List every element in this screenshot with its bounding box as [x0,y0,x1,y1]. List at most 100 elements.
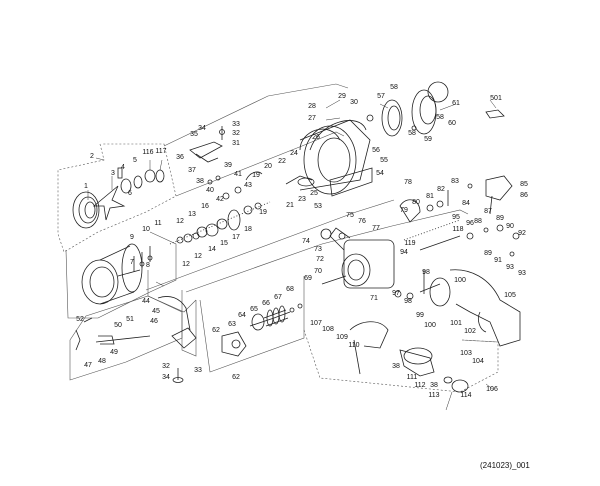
part-label: 60 [448,120,456,127]
part-label: 86 [520,192,528,199]
part-label: 37 [188,167,196,174]
part-label: 62 [232,374,240,381]
leader-lines [87,99,497,411]
part-label: 38 [430,382,438,389]
part-label: 7 [130,259,134,266]
part-label: 112 [414,382,426,389]
part-label: 38 [196,178,204,185]
part-label: 58 [436,114,444,121]
part-label: 13 [188,211,196,218]
part-label: 53 [314,203,322,210]
part-label: 116 [142,149,154,156]
part-label: 87 [484,208,492,215]
part-label: 48 [98,358,106,365]
part-label: 108 [322,326,334,333]
drag-parts [92,167,165,221]
part-label: 51 [126,316,134,323]
part-label: 40 [206,187,214,194]
part-label: 104 [472,358,484,365]
main-body [320,227,395,289]
part-label: 93 [518,270,526,277]
part-label: 8 [146,262,150,269]
part-label: 85 [520,181,528,188]
part-label: 55 [380,157,388,164]
part-label: 67 [274,294,282,301]
part-label: 97 [392,290,400,297]
part-label: 43 [244,182,252,189]
part-label: 89 [496,215,504,222]
part-label: 10 [142,226,150,233]
part-label: 33 [232,121,240,128]
part-label: 100 [424,322,436,329]
part-label: 80 [412,199,420,206]
part-label: 101 [450,320,462,327]
part-label: 91 [494,257,502,264]
part-label: 22 [278,158,286,165]
part-label: 25 [310,190,318,197]
part-label: 82 [437,186,445,193]
part-label: 65 [250,306,258,313]
oscillation-parts [75,296,197,383]
part-label: 92 [518,230,526,237]
part-label: 18 [244,226,252,233]
part-label: 94 [400,249,408,256]
part-label: 118 [452,226,464,233]
part-label: 98 [422,269,430,276]
part-label: 32 [162,363,170,370]
handle-knob [221,331,247,357]
bail-parts [189,126,263,200]
part-label: 30 [350,99,358,106]
part-label: 20 [264,163,272,170]
part-label: 19 [252,172,260,179]
part-label: 17 [232,234,240,241]
part-label: 26 [312,134,320,141]
part-label: 71 [370,295,378,302]
part-label: 64 [238,312,246,319]
part-label: 81 [426,193,434,200]
part-label: 44 [142,298,150,305]
part-label: 102 [464,328,476,335]
part-label: 114 [460,392,472,399]
part-label: 31 [232,140,240,147]
right-side-parts [394,175,520,300]
part-label: 38 [392,363,400,370]
part-label: 29 [338,93,346,100]
part-label: 63 [228,321,236,328]
part-label: 14 [208,246,216,253]
part-label: 36 [176,154,184,161]
part-label: 113 [428,392,440,399]
part-label: 52 [76,316,84,323]
part-label: 90 [506,223,514,230]
part-label: 100 [454,277,466,284]
part-label: 27 [308,115,316,122]
part-label: 9 [130,234,134,241]
part-label: 69 [304,275,312,282]
spool-body [81,243,143,305]
part-label: 58 [408,130,416,137]
part-label: 61 [452,100,460,107]
rotor-nut [366,81,449,137]
part-label: 110 [348,342,360,349]
spool-front [72,191,100,229]
part-label: 28 [308,103,316,110]
part-label: 24 [290,150,298,157]
part-label: 70 [314,268,322,275]
part-label: 106 [486,386,498,393]
part-label: 72 [316,256,324,263]
part-label: 50 [114,322,122,329]
part-label: 46 [150,318,158,325]
part-label: 12 [176,218,184,225]
part-label: 73 [314,246,322,253]
part-label: 35 [190,131,198,138]
part-label: 74 [302,238,310,245]
part-label: 501 [490,95,502,102]
part-label: 39 [224,162,232,169]
part-label: 103 [460,350,472,357]
part-label: 76 [358,218,366,225]
part-label: 78 [404,179,412,186]
part-label: 34 [198,125,206,132]
part-label: 5 [133,157,137,164]
part-label: 107 [310,320,322,327]
part-label: 79 [400,207,408,214]
part-label: 88 [474,218,482,225]
